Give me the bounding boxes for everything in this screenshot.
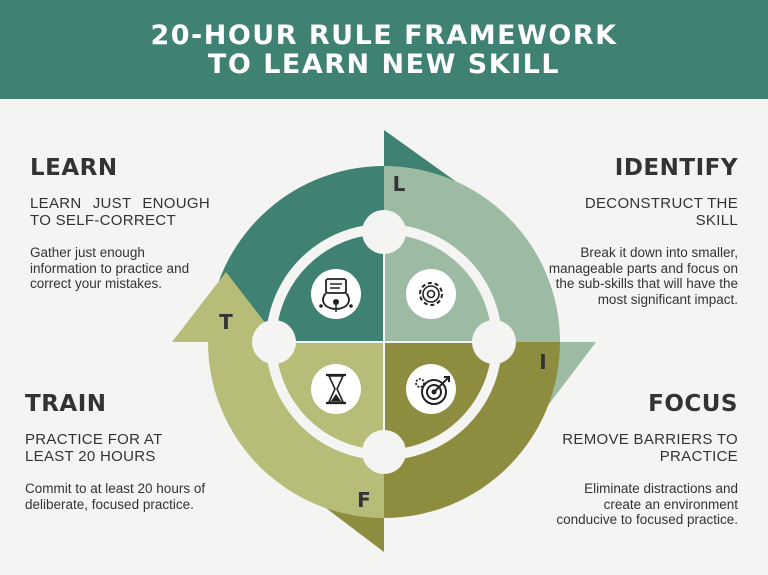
focus-block: FOCUS REMOVE BARRIERS TO PRACTICE Elimin… — [548, 391, 738, 528]
title-line-1: 20-HOUR RULE FRAMEWORK — [150, 19, 618, 51]
train-block: TRAIN PRACTICE FOR AT LEAST 20 HOURS Com… — [25, 391, 210, 512]
knob-top — [362, 210, 406, 254]
train-letter: T — [219, 310, 233, 334]
focus-subtitle-line2: PRACTICE — [659, 448, 738, 465]
train-arrowhead — [172, 272, 280, 342]
identify-subtitle: DECONSTRUCT THE SKILL — [548, 195, 738, 229]
knob-bottom — [362, 430, 406, 474]
identify-subtitle-line1: DECONSTRUCT THE — [584, 195, 738, 212]
gear-icon — [406, 269, 456, 319]
focus-description: Eliminate distractions and create an env… — [556, 481, 738, 527]
learn-description: Gather just enough information to practi… — [30, 245, 190, 291]
title-line-2: TO LEARN NEW SKILL — [207, 48, 561, 80]
train-arc — [208, 342, 384, 518]
focus-subtitle: REMOVE BARRIERS TO PRACTICE — [548, 431, 738, 465]
identify-letter: I — [539, 350, 546, 374]
learn-heading: LEARN — [30, 155, 118, 181]
train-subtitle: PRACTICE FOR AT LEAST 20 HOURS — [25, 431, 210, 465]
knob-right — [472, 320, 516, 364]
train-heading: TRAIN — [25, 391, 107, 417]
train-subtitle-line2: LEAST 20 HOURS — [25, 448, 156, 465]
brain-circuit-icon — [311, 269, 361, 319]
hourglass-icon — [311, 364, 361, 414]
focus-heading: FOCUS — [648, 391, 738, 417]
learn-subtitle-line2: TO SELF-CORRECT — [30, 212, 176, 229]
train-description: Commit to at least 20 hours of deliberat… — [25, 481, 206, 512]
title-banner: 20-HOUR RULE FRAMEWORK TO LEARN NEW SKIL… — [0, 0, 768, 99]
focus-subtitle-line1: REMOVE BARRIERS TO — [562, 431, 738, 448]
focus-arc — [384, 342, 560, 518]
learn-arc — [208, 166, 384, 342]
focus-letter: F — [357, 488, 371, 512]
identify-block: IDENTIFY DECONSTRUCT THE SKILL Break it … — [548, 155, 738, 307]
learn-subtitle-line1: LEARN JUST ENOUGH — [30, 195, 210, 212]
identify-heading: IDENTIFY — [614, 155, 738, 181]
identify-subtitle-line2: SKILL — [695, 212, 738, 229]
learn-block: LEARN LEARN JUST ENOUGH TO SELF-CORRECT … — [30, 155, 210, 292]
learn-subtitle: LEARN JUST ENOUGH TO SELF-CORRECT — [30, 195, 210, 229]
identify-description: Break it down into smaller, manageable p… — [548, 245, 738, 307]
identify-arc — [384, 166, 560, 342]
learn-letter: L — [393, 172, 406, 196]
train-subtitle-line1: PRACTICE FOR AT — [25, 431, 163, 448]
target-arrow-icon — [406, 364, 456, 414]
knob-left — [252, 320, 296, 364]
